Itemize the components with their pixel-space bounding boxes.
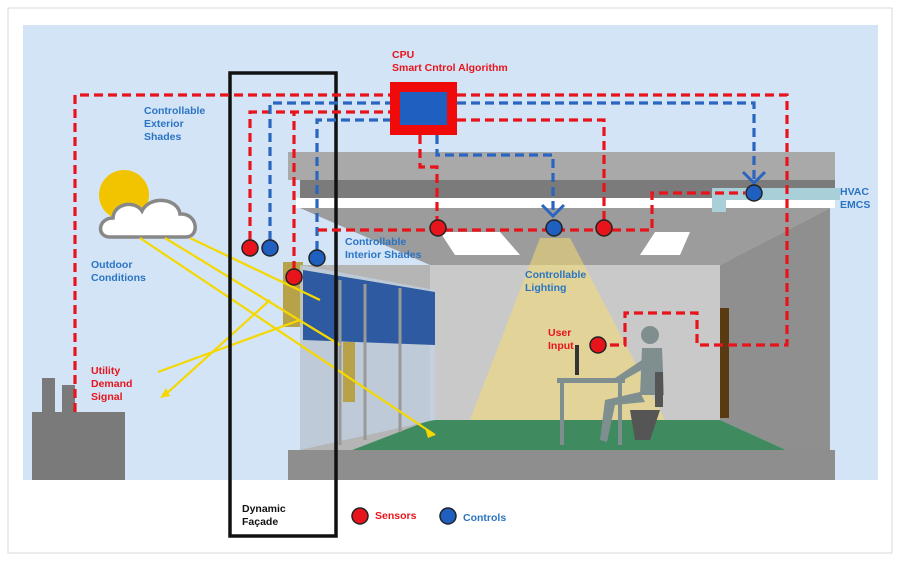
door [720, 308, 729, 418]
exterior-shades-label: Controllable Exterior Shades [144, 105, 208, 143]
control-node [308, 249, 326, 267]
control-node [545, 219, 563, 237]
legend-controls: Controls [463, 512, 506, 524]
sun-cloud-icon [98, 170, 197, 239]
base-slab [288, 450, 835, 480]
sensor-node [429, 219, 447, 237]
control-node [745, 184, 763, 202]
hvac-label: HVAC EMCS [840, 186, 872, 211]
monitor [575, 345, 579, 375]
utility-demand-label: Utility Demand Signal [91, 365, 135, 403]
cpu-box [390, 82, 457, 135]
ceiling-light-panel [440, 232, 520, 255]
network-lines [73, 93, 789, 412]
light-cone [470, 238, 665, 420]
cpu-label: CPU Smart Cntrol Algorithm [392, 49, 508, 74]
ceiling-light-panel [640, 232, 690, 255]
sensor-node [241, 239, 259, 257]
user-input-label: User Input [548, 327, 574, 352]
legend-control-icon [439, 507, 457, 525]
person-at-desk [557, 326, 664, 445]
control-node [261, 239, 279, 257]
dynamic-facade-label: Dynamic Façade [242, 503, 289, 528]
right-wall [720, 208, 830, 470]
lighting-label: Controllable Lighting [525, 269, 589, 294]
arrow-icon [540, 203, 566, 219]
interior-shades-label: Controllable Interior Shades [345, 236, 422, 261]
outdoor-conditions-label: Outdoor Conditions [91, 259, 146, 284]
sensor-node [595, 219, 613, 237]
arrow-icon [741, 170, 767, 186]
sensor-node [589, 336, 607, 354]
building [283, 152, 878, 480]
legend-sensors: Sensors [375, 510, 417, 522]
factory-icon [32, 378, 125, 480]
sensor-node [285, 268, 303, 286]
dynamic-facade-box [228, 71, 338, 538]
legend: Sensors Controls [351, 507, 506, 525]
nodes [241, 184, 763, 354]
legend-sensor-icon [351, 507, 369, 525]
